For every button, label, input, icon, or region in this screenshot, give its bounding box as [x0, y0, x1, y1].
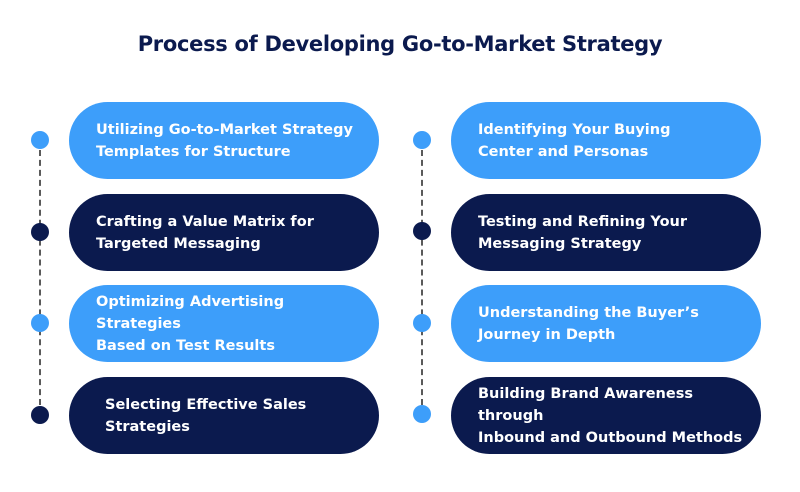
step-dot	[31, 131, 49, 149]
step-card: Testing and Refining Your Messaging Stra…	[451, 194, 761, 271]
step-card: Utilizing Go-to-Market Strategy Template…	[69, 102, 379, 179]
step-card-text: Selecting Effective Sales Strategies	[105, 396, 307, 435]
step-dot	[31, 314, 49, 332]
step-card-text: Understanding the Buyer’s Journey in Dep…	[478, 304, 699, 343]
page-title: Process of Developing Go-to-Market Strat…	[137, 32, 663, 56]
step-dot	[31, 223, 49, 241]
step-card: Identifying Your Buying Center and Perso…	[451, 102, 761, 179]
right-dashed-line	[421, 140, 423, 415]
step-card-text: Optimizing Advertising Strategies Based …	[96, 293, 285, 354]
step-card-text: Crafting a Value Matrix for Targeted Mes…	[96, 213, 314, 252]
left-dashed-line	[39, 140, 41, 415]
step-dot	[413, 131, 431, 149]
step-card: Understanding the Buyer’s Journey in Dep…	[451, 285, 761, 362]
step-card-text: Identifying Your Buying Center and Perso…	[478, 121, 671, 160]
step-card: Crafting a Value Matrix for Targeted Mes…	[69, 194, 379, 271]
step-card: Optimizing Advertising Strategies Based …	[69, 285, 379, 362]
step-dot	[413, 314, 431, 332]
step-card: Building Brand Awareness through Inbound…	[451, 377, 761, 454]
step-card-text: Testing and Refining Your Messaging Stra…	[478, 213, 688, 252]
step-card-text: Utilizing Go-to-Market Strategy Template…	[96, 121, 353, 160]
step-dot	[413, 222, 431, 240]
step-card: Selecting Effective Sales Strategies	[69, 377, 379, 454]
step-dot	[31, 406, 49, 424]
step-card-text: Building Brand Awareness through Inbound…	[478, 385, 743, 446]
step-dot	[413, 405, 431, 423]
